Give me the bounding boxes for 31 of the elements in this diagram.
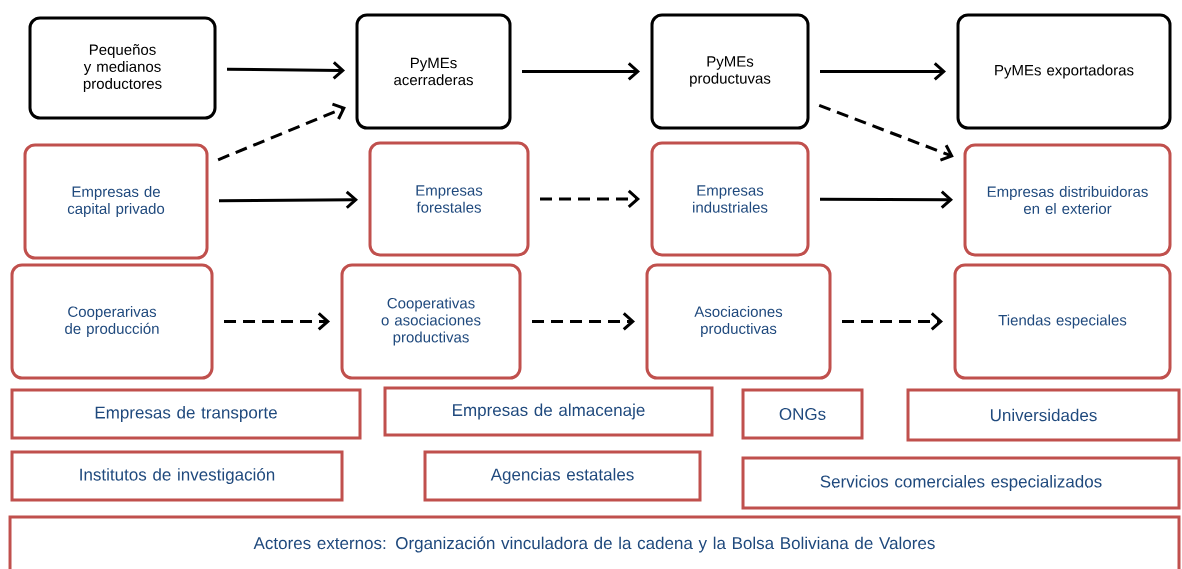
arrow xyxy=(540,189,640,209)
arrow xyxy=(842,312,943,331)
actor-box: Tiendas especiales xyxy=(953,263,1172,380)
arrow xyxy=(522,62,640,81)
arrow xyxy=(227,61,345,80)
actor-box: Cooperativas o asociaciones productivas xyxy=(340,263,522,380)
arrow xyxy=(219,190,358,209)
arrow xyxy=(532,312,635,331)
process-box: PyMEs productuvas xyxy=(650,13,810,130)
actor-box: Empresas de capital privado xyxy=(23,143,209,260)
actor-label-box: Empresas de almacenaje xyxy=(383,386,714,437)
actor-label-box: Universidades xyxy=(906,388,1181,442)
actor-box: Empresas distribuidoras en el exterior xyxy=(963,143,1172,257)
actor-label-box: Servicios comerciales especializados xyxy=(741,456,1181,510)
process-box: PyMEs acerraderas xyxy=(355,13,512,130)
arrow xyxy=(818,104,954,162)
process-box: PyMEs exportadoras xyxy=(956,13,1172,130)
actor-label-box: Empresas de transporte xyxy=(10,388,362,440)
arrow xyxy=(820,190,953,209)
actor-label-box: Actores externos: Organización vinculadora de la cadena y la Bolsa Boliviana de Valores xyxy=(8,515,1181,569)
actor-box: Empresas forestales xyxy=(368,141,530,257)
actor-box: Empresas industriales xyxy=(650,141,810,257)
arrow xyxy=(224,312,330,331)
actor-box: Cooperarivas de producción xyxy=(10,263,214,380)
actor-label-box: Institutos de investigación xyxy=(10,450,344,502)
arrow xyxy=(820,62,946,81)
arrow xyxy=(217,102,346,162)
actor-box: Asociaciones productivas xyxy=(645,263,832,380)
actor-label-box: ONGs xyxy=(741,388,864,440)
process-box: Pequeños y medianos productores xyxy=(28,16,217,120)
actor-label-box: Agencias estatales xyxy=(423,450,702,502)
